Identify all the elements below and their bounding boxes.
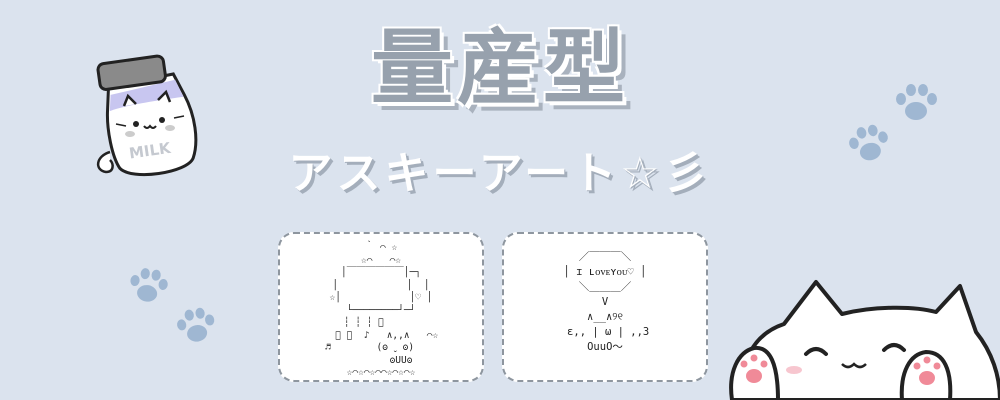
ascii-art-left: ｀ ⌒ ☆ ☆⌒ ⌒☆ │￣￣￣￣￣￣│─┐ │ │ │ ☆│ │♡ │ └──… — [280, 242, 482, 380]
ascii-art-line: │￣￣￣￣￣￣│─┐ — [341, 267, 421, 278]
page-title: 量産型 — [370, 21, 629, 116]
ascii-art-line: ε,, | ω | ,,3 — [560, 326, 650, 338]
ascii-art-line: ʘUUʘ — [326, 354, 436, 366]
page-subtitle: アスキーアート☆彡 — [288, 148, 712, 199]
peeking-cat-icon — [729, 280, 1000, 400]
ascii-art-line: │ ɪ ʟᴏᴠᴇʏᴏᴜ♡ │ — [563, 266, 647, 278]
ascii-art-line: OuuO～ — [568, 341, 642, 353]
ascii-art-line: └────────┘─┘ — [346, 304, 416, 316]
ascii-art-line: V — [563, 296, 647, 308]
ascii-art-line: ｀ ⌒ ☆ — [353, 242, 409, 253]
ascii-art-line: ☆⌒☆⌒☆⌒⌒☆⌒☆⌒☆ — [346, 367, 416, 378]
ascii-art-line: ┆ ┆ ┆ ﾞ — [338, 317, 424, 328]
ascii-art-line: ♬ (ʘ ˬ ʘ) — [325, 342, 437, 353]
paw-print-icon — [896, 84, 937, 120]
milk-label: MILK — [128, 139, 173, 163]
paw-print-icon — [177, 307, 215, 342]
ascii-art-card-left: ｀ ⌒ ☆ ☆⌒ ⌒☆ │￣￣￣￣￣￣│─┐ │ │ │ ☆│ │♡ │ └──… — [278, 232, 484, 382]
ascii-art-line: ／￣￣￣＼ — [572, 251, 638, 263]
ascii-art-line: ∧__∧୨୧ — [568, 311, 642, 323]
ascii-art-right: ／￣￣￣＼ │ ɪ ʟᴏᴠᴇʏᴏᴜ♡ │ ＼＿＿＿／ V ∧__∧୨୧ ε,, … — [504, 250, 706, 355]
ascii-art-line: ﾟ ﾟ ♪ ∧,,∧ ⌒☆ — [323, 329, 439, 341]
milk-bottle-cat-icon: MILK — [96, 54, 198, 176]
ascii-art-line: │ │ │ — [332, 279, 430, 291]
ascii-art-line: ☆│ │♡ │ — [329, 292, 433, 303]
paw-print-icon — [849, 124, 888, 161]
ascii-art-card-right: ／￣￣￣＼ │ ɪ ʟᴏᴠᴇʏᴏᴜ♡ │ ＼＿＿＿／ V ∧__∧୨୧ ε,, … — [502, 232, 708, 382]
paw-print-icon — [130, 268, 168, 302]
ascii-art-line: ＼＿＿＿／ — [572, 281, 638, 293]
ascii-art-line: ☆⌒ ⌒☆ — [360, 254, 402, 266]
